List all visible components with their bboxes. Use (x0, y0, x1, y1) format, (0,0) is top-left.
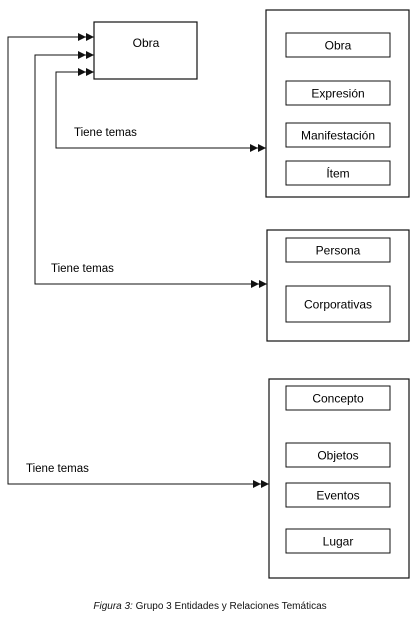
relation-1-label: Tiene temas (74, 127, 137, 139)
group-1-item-3-label: Manifestación (301, 129, 375, 143)
relation-3-connector: Tiene temas (7, 33, 269, 488)
relation-2-label: Tiene temas (51, 263, 114, 275)
figure-caption-text: Grupo 3 Entidades y Relaciones Temáticas (132, 601, 327, 612)
group-3-item-2: Objetos (285, 442, 391, 468)
relation-3-label: Tiene temas (26, 463, 89, 475)
figure-caption: Figura 3: Grupo 3 Entidades y Relaciones… (0, 601, 420, 612)
group-3-item-1-label: Concepto (312, 392, 364, 406)
central-node-obra: Obra (93, 21, 198, 80)
group-2-item-1-label: Persona (316, 244, 361, 258)
relation-2-connector: Tiene temas (34, 51, 267, 288)
figure-caption-lead: Figura 3: (93, 601, 133, 612)
group-3-item-2-label: Objetos (317, 449, 358, 463)
group-1-item-3: Manifestación (285, 122, 391, 148)
group-1-item-1-label: Obra (325, 39, 352, 53)
entity-relation-diagram: Obra Obra Expresión Manifestación Ítem (7, 9, 410, 579)
group-2-item-1: Persona (285, 237, 391, 263)
group-2-item-2-label: Corporativas (304, 298, 372, 312)
group-box-1: Obra Expresión Manifestación Ítem (265, 9, 410, 198)
group-3-item-3: Eventos (285, 482, 391, 508)
relation-1-connector: Tiene temas (55, 68, 266, 152)
group-1-item-4-label: Ítem (326, 166, 349, 181)
group-1-item-2-label: Expresión (311, 87, 364, 101)
group-1-item-4: Ítem (285, 160, 391, 186)
group-3-item-3-label: Eventos (316, 489, 359, 503)
group-box-2: Persona Corporativas (266, 229, 410, 342)
group-1-item-2: Expresión (285, 80, 391, 106)
group-2-item-2: Corporativas (285, 285, 391, 323)
group-3-item-4: Lugar (285, 528, 391, 554)
group-3-item-1: Concepto (285, 385, 391, 411)
group-box-3: Concepto Objetos Eventos Lugar (268, 378, 410, 579)
group-1-item-1: Obra (285, 32, 391, 58)
central-node-label: Obra (133, 36, 160, 50)
group-3-item-4-label: Lugar (323, 535, 354, 549)
